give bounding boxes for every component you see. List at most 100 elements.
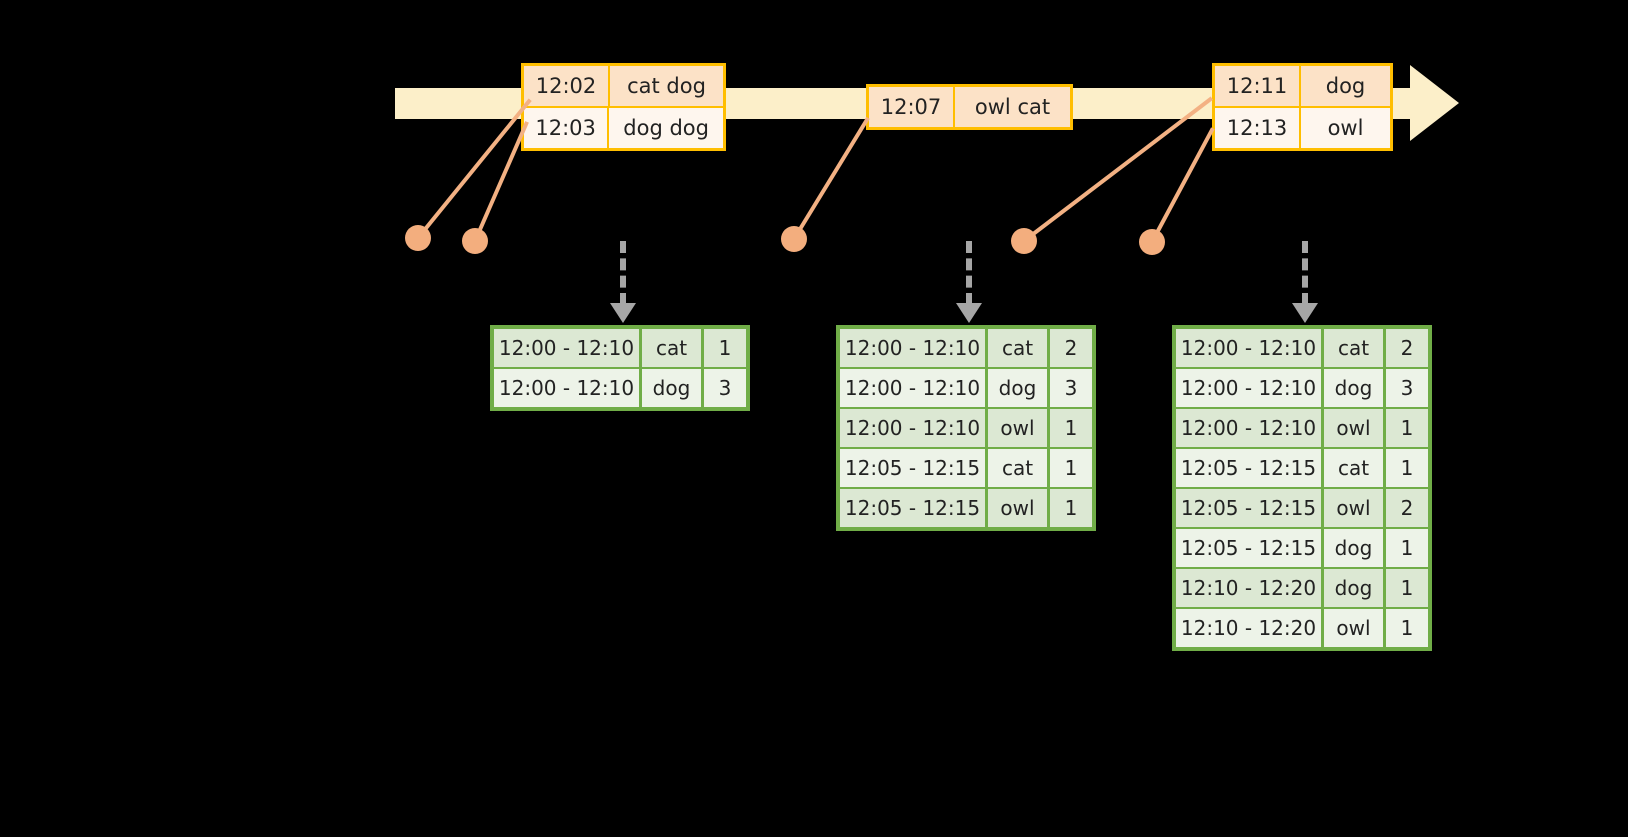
cell-word: owl xyxy=(988,489,1050,527)
cell-word: dog xyxy=(988,369,1050,407)
event-row: 12:02 cat dog xyxy=(524,66,723,106)
cell-count: 3 xyxy=(1400,376,1414,400)
down-arrow-icon xyxy=(1292,303,1318,323)
down-arrow-icon xyxy=(956,303,982,323)
cell-window: 12:00 - 12:10 xyxy=(494,329,642,367)
cell-word: owl xyxy=(1324,489,1386,527)
arrow-shaft xyxy=(620,241,632,305)
cell-count: 1 xyxy=(1064,416,1078,440)
cell-window: 12:00 - 12:10 xyxy=(1176,369,1324,407)
connector-event-1202-line xyxy=(416,98,532,240)
connector-event-1207-line xyxy=(792,116,870,241)
cell-count: 1 xyxy=(1400,416,1414,440)
cell-window: 12:00 - 12:10 xyxy=(1176,409,1324,447)
cell-word: cat xyxy=(1324,449,1386,487)
event-words: dog dog xyxy=(623,116,709,140)
cell-count: 1 xyxy=(1064,496,1078,520)
cell-word: cat xyxy=(642,329,704,367)
event-row: 12:07 owl cat xyxy=(869,87,1070,127)
event-time: 12:03 xyxy=(524,108,610,148)
cell-window: 12:00 - 12:10 xyxy=(1176,329,1324,367)
cell-count: 2 xyxy=(1400,496,1414,520)
dashed-arrow-to-table-3 xyxy=(1292,241,1318,323)
cell-count: 1 xyxy=(1064,456,1078,480)
connector-event-1213-dot xyxy=(1139,229,1165,255)
cell-word: owl xyxy=(1324,409,1386,447)
connector-event-1213-line xyxy=(1150,127,1215,243)
event-row: 12:13 owl xyxy=(1215,106,1390,148)
event-box-2[interactable]: 12:07 owl cat xyxy=(866,84,1073,130)
arrow-shaft xyxy=(966,241,978,305)
connector-event-1207-dot xyxy=(781,226,807,252)
cell-window: 12:00 - 12:10 xyxy=(840,369,988,407)
cell-window: 12:00 - 12:10 xyxy=(840,329,988,367)
cell-count: 1 xyxy=(1400,456,1414,480)
right-arrow-icon xyxy=(1410,65,1459,141)
cell-count: 3 xyxy=(718,376,732,400)
cell-window: 12:05 - 12:15 xyxy=(1176,489,1324,527)
cell-word: cat xyxy=(1324,329,1386,367)
cell-word: dog xyxy=(1324,569,1386,607)
dashed-arrow-to-table-2 xyxy=(956,241,982,323)
cell-window: 12:00 - 12:10 xyxy=(840,409,988,447)
cell-window: 12:05 - 12:15 xyxy=(1176,529,1324,567)
cell-window: 12:10 - 12:20 xyxy=(1176,609,1324,647)
event-words: owl xyxy=(1327,116,1364,140)
connector-event-1203-dot xyxy=(462,228,488,254)
cell-window: 12:10 - 12:20 xyxy=(1176,569,1324,607)
cell-word: cat xyxy=(988,329,1050,367)
cell-word: dog xyxy=(1324,529,1386,567)
cell-window: 12:05 - 12:15 xyxy=(840,489,988,527)
cell-word: dog xyxy=(642,369,704,407)
event-time: 12:11 xyxy=(1215,66,1301,106)
event-words: cat dog xyxy=(627,74,706,98)
cell-window: 12:05 - 12:15 xyxy=(840,449,988,487)
event-box-1[interactable]: 12:02 cat dog 12:03 dog dog xyxy=(521,63,726,151)
event-box-3[interactable]: 12:11 dog 12:13 owl xyxy=(1212,63,1393,151)
cell-word: dog xyxy=(1324,369,1386,407)
cell-count: 2 xyxy=(1064,336,1078,360)
cell-count: 1 xyxy=(1400,576,1414,600)
event-row: 12:11 dog xyxy=(1215,66,1390,106)
dashed-arrow-to-table-1 xyxy=(610,241,636,323)
cell-window: 12:05 - 12:15 xyxy=(1176,449,1324,487)
cell-count: 3 xyxy=(1064,376,1078,400)
cell-word: owl xyxy=(988,409,1050,447)
cell-word: cat xyxy=(988,449,1050,487)
cell-count: 1 xyxy=(1400,536,1414,560)
connector-event-1211-dot xyxy=(1011,228,1037,254)
event-time: 12:07 xyxy=(869,87,955,127)
event-words: dog xyxy=(1325,74,1366,98)
cell-window: 12:00 - 12:10 xyxy=(494,369,642,407)
event-time: 12:13 xyxy=(1215,108,1301,148)
down-arrow-icon xyxy=(610,303,636,323)
event-time: 12:02 xyxy=(524,66,610,106)
event-row: 12:03 dog dog xyxy=(524,106,723,148)
cell-count: 2 xyxy=(1400,336,1414,360)
connector-event-1203-line xyxy=(473,121,529,242)
cell-count: 1 xyxy=(1400,616,1414,640)
connector-event-1202-dot xyxy=(405,225,431,251)
cell-word: owl xyxy=(1324,609,1386,647)
event-words: owl cat xyxy=(974,95,1051,119)
cell-count: 1 xyxy=(718,336,732,360)
